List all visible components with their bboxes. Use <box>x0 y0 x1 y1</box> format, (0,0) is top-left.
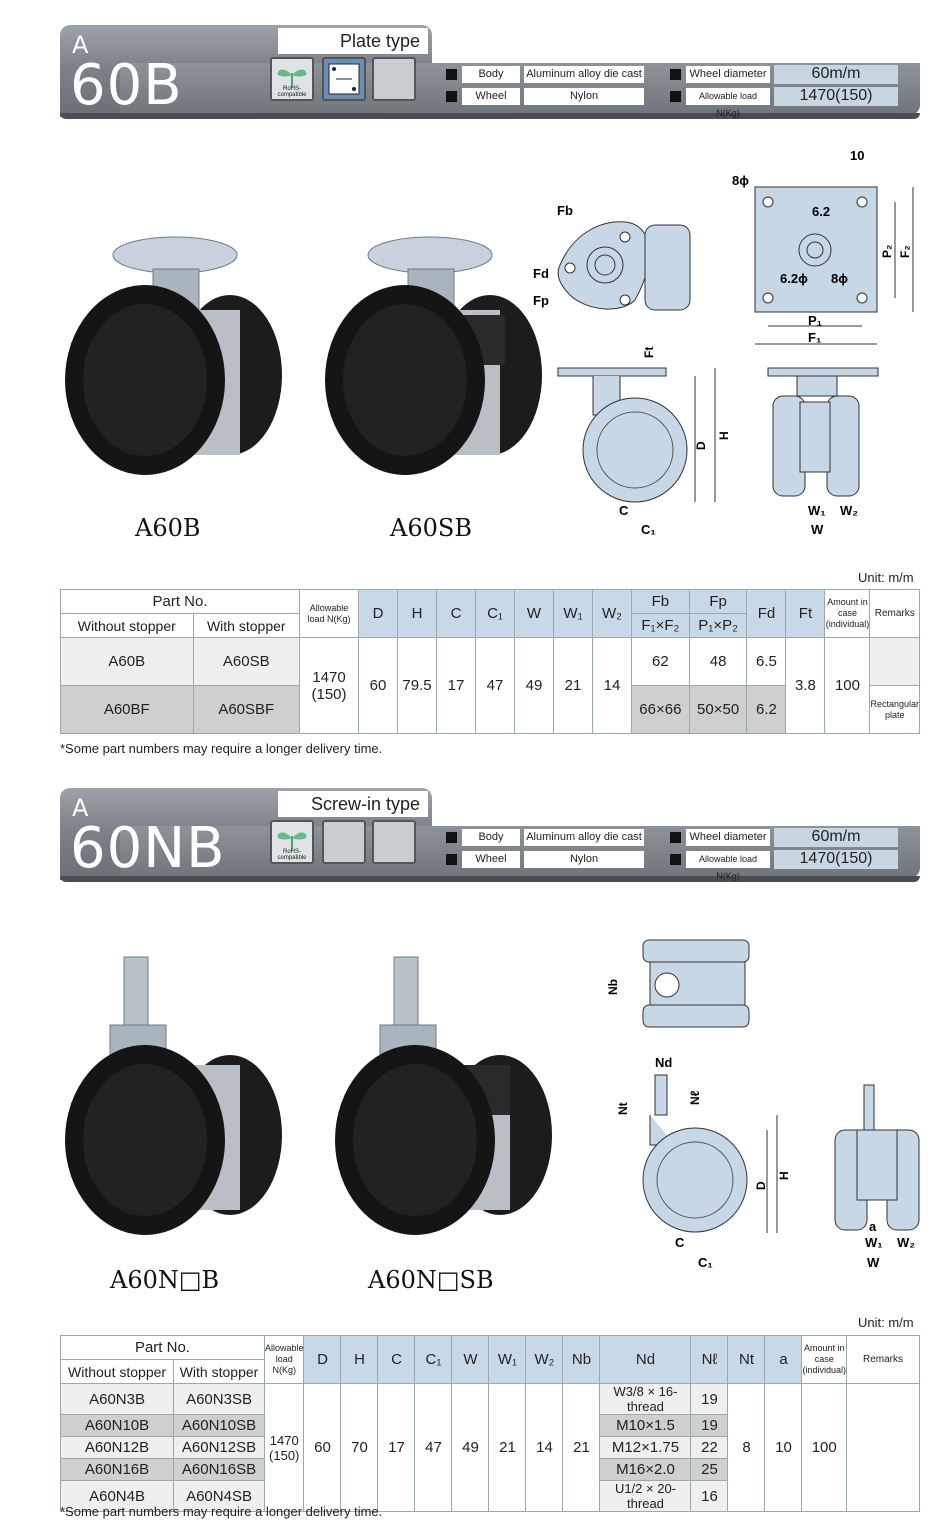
table-row: A60BF A60SBF 66×66 50×50 6.2 Rectangular… <box>60 685 920 734</box>
series-letter: A <box>72 31 89 59</box>
caster-image-a60nb <box>65 956 282 1235</box>
dimension-diagrams-60nb: Nb Nd Nt Nℓ D H C C₁ a W₁ W₂ W <box>606 939 920 1270</box>
svg-text:D: D <box>694 441 708 450</box>
blank-icon <box>372 57 416 101</box>
spec-table-60nb: Part No. Allowable load N(Kg) D H C C₁ W… <box>59 1335 920 1512</box>
svg-text:Nt: Nt <box>616 1102 630 1115</box>
delivery-note-2: *Some part numbers may require a longer … <box>60 1504 383 1519</box>
spec-diameter-label: Wheel diameter <box>686 829 770 846</box>
caster-image-a60b <box>65 236 282 475</box>
rohs-icon: RoHS-compatible <box>270 820 314 864</box>
delivery-note-1: *Some part numbers may require a longer … <box>60 741 383 756</box>
svg-text:F₂: F₂ <box>898 245 912 258</box>
spec-load-value: 1470(150) <box>774 850 898 869</box>
svg-text:Nd: Nd <box>655 1055 672 1070</box>
table-row: A60N12B A60N12SB M12×1.75 22 <box>59 1436 920 1459</box>
caster-image-a60nsb <box>335 956 552 1235</box>
blank-icon <box>372 820 416 864</box>
spec-load-label: Allowable load N(Kg) <box>686 851 770 881</box>
svg-text:10: 10 <box>850 148 864 163</box>
svg-text:8ϕ: 8ϕ <box>831 271 848 286</box>
svg-text:6.2: 6.2 <box>812 204 830 219</box>
header-banner-60nb: A 60NB Screw-in type RoHS-compatible Bod… <box>60 788 920 882</box>
table-row: A60N16B A60N16SB M16×2.0 25 <box>59 1458 920 1481</box>
dimension-diagrams-60b: Fb Fd Fp 8ϕ 10 6.2 6.2ϕ 8ϕ P₁ F₁ P₂ F₂ F… <box>533 148 914 537</box>
svg-text:a: a <box>869 1219 877 1234</box>
table-row: A60B A60SB 1470(150) 60 79.5 17 47 49 21… <box>60 637 920 734</box>
model-title: 60NB <box>70 816 226 881</box>
spec-load-label: Allowable load N(Kg) <box>686 88 770 118</box>
svg-text:W: W <box>811 522 824 537</box>
table-row: A60N10B A60N10SB M10×1.5 19 <box>59 1414 920 1437</box>
spec-table-60b: Part No. Allowable load N(Kg) D H C C₁ W… <box>59 589 920 734</box>
svg-text:6.2ϕ: 6.2ϕ <box>780 271 808 286</box>
spec-body-value: Aluminum alloy die cast <box>524 829 644 846</box>
svg-text:8ϕ: 8ϕ <box>732 173 749 188</box>
table-row: A60N3B A60N3SB 1470(150) 60 70 17 47 49 … <box>59 1383 920 1512</box>
swivel-plate-icon <box>322 57 366 101</box>
svg-text:F₁: F₁ <box>808 330 821 345</box>
svg-text:W: W <box>867 1255 880 1270</box>
spec-diameter-value: 60m/m <box>774 828 898 847</box>
svg-text:W₁: W₁ <box>808 503 826 518</box>
header-banner-60b: A 60B Plate type RoHS-compatible Body Al… <box>60 25 920 119</box>
svg-text:P₁: P₁ <box>808 313 822 328</box>
svg-text:C₁: C₁ <box>641 522 656 537</box>
spec-body-label: Body <box>462 66 520 83</box>
spec-diameter-label: Wheel diameter <box>686 66 770 83</box>
series-letter: A <box>72 794 89 822</box>
type-label: Screw-in type <box>278 791 428 817</box>
caption-a60nb: A60N□B <box>110 1266 220 1294</box>
model-title: 60B <box>70 53 183 118</box>
svg-text:Ft: Ft <box>642 347 656 358</box>
unit-label-2: Unit: m/m <box>858 1315 914 1330</box>
svg-text:H: H <box>717 431 731 440</box>
svg-text:Fb: Fb <box>557 203 573 218</box>
caption-a60b: A60B <box>135 514 201 542</box>
svg-text:Fp: Fp <box>533 293 549 308</box>
type-label: Plate type <box>278 28 428 54</box>
svg-text:C₁: C₁ <box>698 1255 713 1270</box>
spec-wheel-value: Nylon <box>524 88 644 105</box>
blank-icon <box>322 820 366 864</box>
svg-text:C: C <box>619 503 629 518</box>
unit-label-1: Unit: m/m <box>858 570 914 585</box>
spec-load-value: 1470(150) <box>774 87 898 106</box>
caption-a60sb: A60SB <box>390 514 472 542</box>
spec-diameter-value: 60m/m <box>774 65 898 84</box>
svg-text:W₂: W₂ <box>840 503 858 518</box>
spec-wheel-value: Nylon <box>524 851 644 868</box>
svg-text:Nb: Nb <box>606 979 620 995</box>
rohs-icon: RoHS-compatible <box>270 57 314 101</box>
spec-wheel-label: Wheel <box>462 88 520 105</box>
caster-image-a60sb <box>325 236 542 475</box>
svg-text:Nℓ: Nℓ <box>688 1090 702 1105</box>
spec-body-label: Body <box>462 829 520 846</box>
svg-text:W₁: W₁ <box>865 1235 883 1250</box>
svg-text:P₂: P₂ <box>880 245 894 258</box>
svg-text:H: H <box>777 1171 791 1180</box>
svg-text:W₂: W₂ <box>897 1235 915 1250</box>
svg-text:D: D <box>754 1181 768 1190</box>
table-row: A60N4B A60N4SB U1/2 × 20-thread 16 <box>59 1480 920 1512</box>
spec-body-value: Aluminum alloy die cast <box>524 66 644 83</box>
svg-text:C: C <box>675 1235 685 1250</box>
spec-wheel-label: Wheel <box>462 851 520 868</box>
svg-text:Fd: Fd <box>533 266 549 281</box>
caption-a60nsb: A60N□SB <box>368 1266 494 1294</box>
